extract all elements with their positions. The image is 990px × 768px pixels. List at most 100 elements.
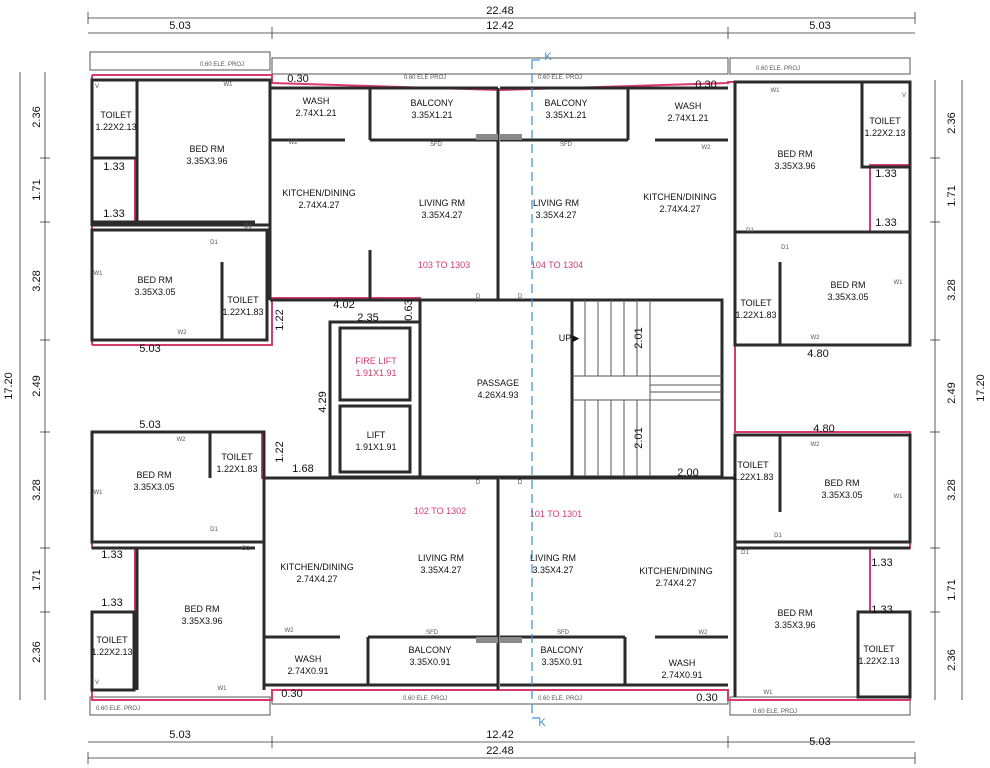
mark-sfd-tl: SFD [430,142,443,148]
room-living-tl-size: 3.35X4.27 [421,210,462,220]
dim-lobby-gap: 0.63 [403,299,415,320]
dim-proj-top-left: 0.30 [287,73,308,85]
room-bed-br-size: 3.35X3.05 [821,490,862,500]
core: FIRE LIFT 1.91X1.91 LIFT 1.91X1.91 PASSA… [274,298,724,479]
proj-note-top-center-left: 0.60 ELE PROJ [404,75,446,81]
dim-lift-bottom: 1.68 [292,463,313,475]
dim-lift-stack: 4.29 [317,391,329,412]
mark-d1-tl: D1 [244,224,252,230]
room-toilet-tr2-name: TOILET [740,298,772,308]
dim-proj-bottom-right: 0.30 [696,692,717,704]
mark-d-bl: D [476,480,481,486]
room-bed-tr-size: 3.35X3.96 [774,161,815,171]
mark-w2-bl: W2 [177,437,187,443]
dim-right-overall: 17.20 [975,374,987,402]
room-bed-tl2-name: BED RM [137,275,172,285]
room-lift-size: 1.91X1.91 [355,442,396,452]
room-bed-br-name: BED RM [824,478,859,488]
room-toilet-tl2-size: 1.22X1.83 [222,307,263,317]
section-mark-bottom: K [538,717,546,729]
section-line: K K [531,51,552,729]
mark-v-tr: V [902,93,906,99]
dim-top-right-wing: 5.03 [809,20,830,32]
room-fire-lift-name: FIRE LIFT [355,356,397,366]
mark-d-tl: D [476,294,481,300]
room-kitchen-tr-size: 2.74X4.27 [659,204,700,214]
room-living-br-name: LIVING RM [530,553,576,563]
dim-proj-bottom-left: 0.30 [281,688,302,700]
dim-stair-end: 2.00 [677,467,698,479]
room-wash-br-name: WASH [669,658,696,668]
room-kitchen-bl-size: 2.74X4.27 [296,574,337,584]
room-wash-tl-size: 2.74X1.21 [295,108,336,118]
top-right-unit: TOILET 1.22X2.13 BED RM 3.35X3.96 BED RM… [500,80,912,347]
mark-w2-br: W2 [811,442,821,448]
proj-note-top-right: 0.60 ELE. PROJ [756,66,800,72]
dim-left-toilet-top: 2.36 [31,106,43,127]
bottom-dimension-lines: 5.03 12.42 5.03 22.48 [87,729,916,764]
room-balcony-bl-name: BALCONY [408,645,451,655]
room-bed-tr2-name: BED RM [830,280,865,290]
mark-sfd-tr: SFD [560,142,573,148]
mark-w1-tl: W1 [224,82,234,88]
room-toilet-bl2-name: TOILET [96,635,128,645]
dim-step-bl-1: 1.33 [101,549,122,561]
mark-w1-tr: W1 [771,88,781,94]
mark-d-tr: D [518,294,523,300]
mark-d1-tl2: D1 [210,240,218,246]
mark-d1-bl: D1 [210,527,218,533]
room-living-br-size: 3.35X4.27 [532,565,573,575]
room-fire-lift-size: 1.91X1.91 [355,368,396,378]
flat-number-top-right: 104 TO 1304 [531,260,583,270]
room-bed-br2-name: BED RM [777,608,812,618]
room-balcony-tr-size: 3.35X1.21 [545,110,586,120]
room-toilet-bl-size: 1.22X1.83 [216,464,257,474]
flat-number-top-left: 103 TO 1303 [418,260,470,270]
dim-lobby-side-bottom: 1.22 [274,441,286,462]
dim-top-center: 12.42 [486,20,514,32]
room-toilet-br-name: TOILET [737,460,769,470]
left-dimension-lines: 17.20 2.36 1.71 3.28 2.49 3.28 1.71 2.36 [3,72,50,700]
room-wash-tr-name: WASH [675,101,702,111]
flat-number-bottom-right: 101 TO 1301 [530,509,582,519]
dim-east-tr: 4.80 [807,348,828,360]
dim-step-tr-1: 1.33 [875,168,896,180]
dim-right-mid-top: 1.71 [946,185,958,206]
room-living-bl-name: LIVING RM [418,553,464,563]
room-living-tr-name: LIVING RM [533,198,579,208]
dim-top-overall: 22.48 [486,5,514,17]
room-balcony-tr-name: BALCONY [544,98,587,108]
mark-sfd-br: SFD [557,630,570,636]
dim-left-mid-bottom: 1.71 [31,569,43,590]
room-balcony-br-name: BALCONY [540,645,583,655]
room-toilet-tl-size: 1.22X2.13 [95,122,136,132]
bottom-right-unit: TOILET 1.22X1.83 BED RM 3.35X3.05 BED RM… [500,433,912,699]
room-toilet-tr-size: 1.22X2.13 [864,128,905,138]
room-kitchen-bl-name: KITCHEN/DINING [280,562,354,572]
room-living-tr-size: 3.35X4.27 [535,210,576,220]
mark-d1-br2: D1 [741,550,749,556]
room-wash-bl-size: 2.74X0.91 [287,666,328,676]
mark-w1-br2: W1 [764,690,774,696]
mark-w1-tl2: W1 [94,271,104,277]
room-kitchen-br-name: KITCHEN/DINING [639,566,713,576]
dim-left-bed-bottom: 3.28 [31,479,43,500]
room-passage-size: 4.26X4.93 [477,390,518,400]
dim-right-mid-bottom: 1.71 [946,579,958,600]
room-toilet-bl2-size: 1.22X2.13 [91,647,132,657]
dim-stair-run-top: 2.01 [633,327,645,348]
room-kitchen-tr-name: KITCHEN/DINING [643,192,717,202]
room-bed-bl-size: 3.35X3.05 [133,482,174,492]
dim-lobby-part: 2.35 [357,312,378,324]
mark-d1-tr: D1 [746,228,754,234]
dim-left-toilet-bottom: 2.36 [31,641,43,662]
dimension-callouts: 0.30 0.30 0.30 0.30 1.33 1.33 1.33 1.33 … [101,73,896,704]
room-balcony-bl-size: 3.35X0.91 [409,657,450,667]
room-balcony-br-size: 3.35X0.91 [541,657,582,667]
dim-stair-run-bottom: 2.01 [633,427,645,448]
room-living-bl-size: 3.35X4.27 [420,565,461,575]
dim-bottom-right-wing: 5.03 [809,736,830,748]
top-left-unit: TOILET 1.22X2.13 BED RM 3.35X3.96 BED RM… [90,78,500,342]
mark-w2-br2: W2 [699,630,709,636]
dim-right-toilet-top: 2.36 [946,112,958,133]
